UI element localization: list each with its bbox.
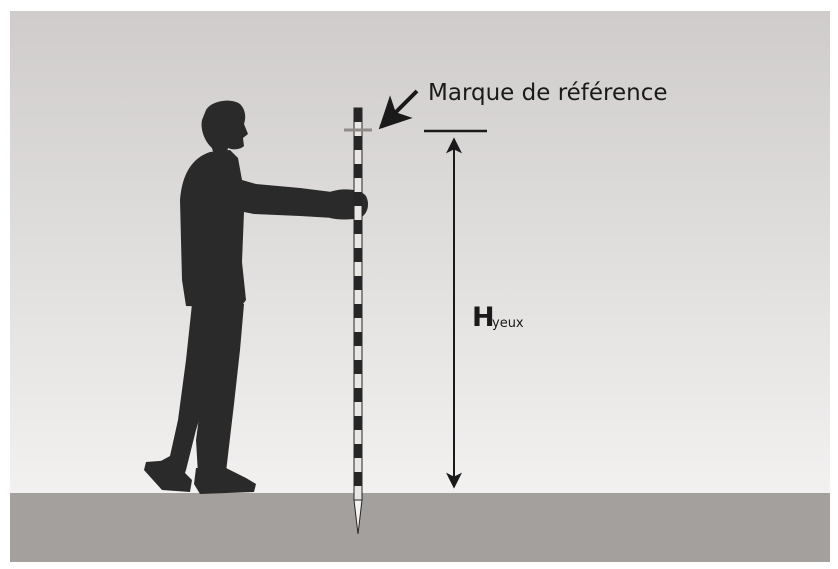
staff-segment xyxy=(354,192,362,206)
height-subscript: yeux xyxy=(492,316,524,331)
staff-segment xyxy=(354,332,362,346)
staff-segment xyxy=(354,220,362,234)
staff-segment xyxy=(354,248,362,262)
height-symbol: H xyxy=(472,302,495,333)
measuring-staff xyxy=(353,107,363,535)
staff-segment xyxy=(354,444,362,458)
staff-segment xyxy=(354,304,362,318)
staff-segment xyxy=(354,164,362,178)
staff-segment xyxy=(354,108,362,122)
staff-segment xyxy=(354,430,362,444)
staff-segment xyxy=(354,486,362,500)
person-silhouette xyxy=(144,100,368,494)
staff-segment xyxy=(354,150,362,164)
staff-segment xyxy=(354,276,362,290)
staff-segment xyxy=(354,262,362,276)
staff-segment xyxy=(354,402,362,416)
staff-segment xyxy=(354,360,362,374)
staff-segment xyxy=(354,416,362,430)
staff-segment xyxy=(354,234,362,248)
staff-segment xyxy=(354,374,362,388)
staff-segment xyxy=(354,318,362,332)
ground xyxy=(10,493,830,562)
sky-background xyxy=(10,11,830,495)
staff-segment xyxy=(354,346,362,360)
reference-pointer-arrow xyxy=(378,89,419,130)
staff-segment xyxy=(354,136,362,150)
staff-segment xyxy=(354,290,362,304)
staff-spike-tip xyxy=(353,499,363,535)
staff-segment xyxy=(354,178,362,192)
staff-segment xyxy=(354,458,362,472)
staff-segment xyxy=(354,472,362,486)
staff-segment xyxy=(354,388,362,402)
staff-segment xyxy=(354,206,362,220)
reference-mark-label: Marque de référence xyxy=(428,80,668,106)
